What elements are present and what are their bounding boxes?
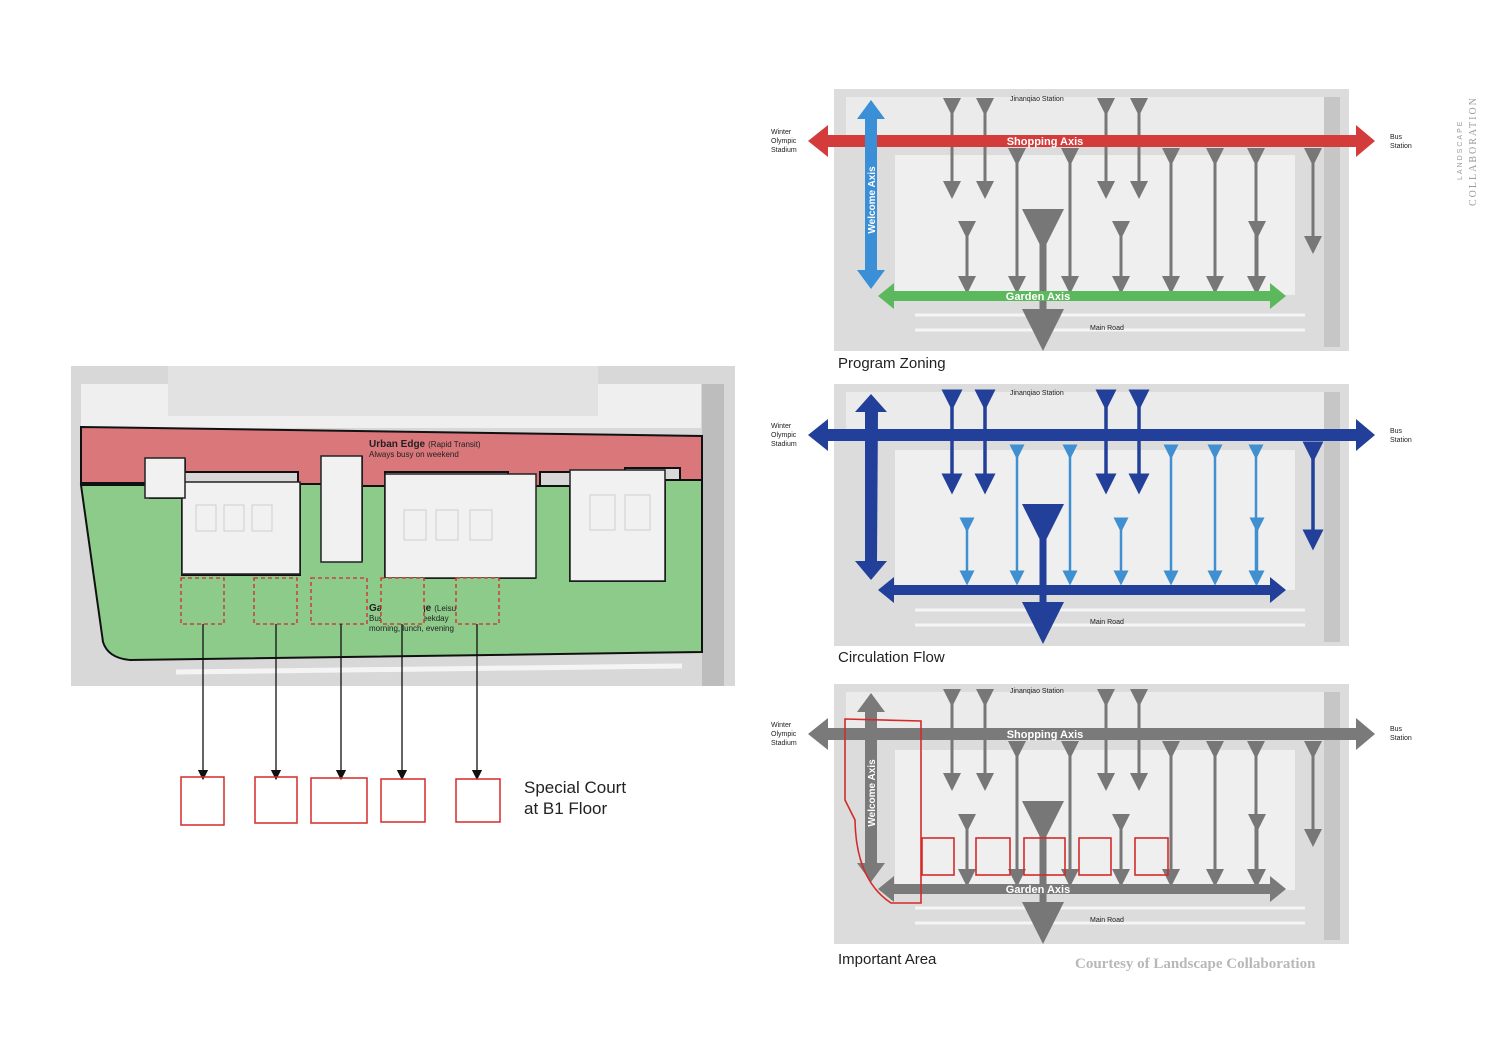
b1-court-1 (180, 776, 225, 826)
svg-text:Urban Edge(Rapid Transit): Urban Edge(Rapid Transit) (369, 439, 481, 450)
brand-line-1: LANDSCAPE (1457, 120, 1464, 180)
panel-1-gray-arrows (943, 98, 1322, 294)
garden-edge-note-2: morning, lunch, evening (369, 624, 454, 633)
urban-edge-sub: (Rapid Transit) (428, 440, 481, 449)
caption-circulation-flow: Circulation Flow (838, 649, 945, 666)
panel-1-shopping-label: Shopping Axis (1007, 136, 1084, 148)
garden-edge-sub: (Leisure) (434, 604, 466, 613)
special-court-label: Special Court at B1 Floor (524, 777, 626, 819)
court-zone-5 (455, 577, 500, 625)
urban-edge-title: Urban Edge (369, 439, 426, 450)
building-1 (181, 481, 301, 575)
important-court-1 (921, 837, 955, 876)
building-3 (384, 473, 537, 579)
panel-2-horizontal-top (808, 419, 1375, 451)
building-2 (320, 455, 363, 563)
court-zone-1 (180, 577, 225, 625)
panel-1-base (834, 89, 1349, 351)
important-area-welcome-zone (844, 718, 922, 904)
panel-1-shopping-axis: Shopping Axis (808, 125, 1375, 157)
panel-1-welcome-axis: Welcome Axis (857, 100, 885, 289)
site-bottom-road (175, 663, 683, 675)
panel-2-horizontal-bottom (878, 577, 1286, 603)
special-court-line-2: at B1 Floor (524, 799, 608, 818)
important-court-4 (1078, 837, 1112, 876)
b1-court-5 (455, 778, 501, 823)
important-court-2 (975, 837, 1011, 876)
panel-3-bottom-label: Main Road (1090, 917, 1124, 924)
panel-1-garden-label: Garden Axis (1006, 291, 1070, 303)
panel-2-bottom-label: Main Road (1090, 619, 1124, 626)
panel-1-bottom-label: Main Road (1090, 325, 1124, 332)
b1-court-4 (380, 778, 426, 823)
important-court-3 (1023, 837, 1066, 876)
panel-3-shopping-label: Shopping Axis (1007, 729, 1084, 741)
panel-2-base (834, 384, 1349, 646)
site-plan: Urban Edge(Rapid Transit) Always busy on… (71, 366, 735, 826)
panel-2-vertical-left (855, 394, 887, 580)
panel-1-top-label: Jinanqiao Station (1010, 96, 1064, 103)
panel-1-garden-axis: Garden Axis (878, 283, 1286, 309)
building-details (195, 494, 651, 541)
panel-3-base (834, 684, 1349, 944)
image-credit: Courtesy of Landscape Collaboration (1075, 956, 1316, 972)
panel-3-welcome-axis: Welcome Axis (857, 693, 885, 882)
special-court-line-1: Special Court (524, 778, 627, 797)
site-right-street (702, 384, 724, 686)
panel-1-welcome-label: Welcome Axis (867, 166, 878, 234)
important-court-5 (1134, 837, 1169, 876)
site-top-building (168, 366, 598, 416)
urban-edge-note: Always busy on weekend (369, 450, 459, 459)
court-zone-2 (253, 577, 298, 625)
court-zone-3 (310, 577, 368, 625)
panel-3-welcome-label: Welcome Axis (867, 759, 878, 827)
building-4 (569, 469, 666, 582)
panel-2-dark-arrows (941, 389, 1324, 551)
brand-line-2: COLLABORATION (1468, 96, 1479, 206)
caption-important-area: Important Area (838, 951, 937, 968)
caption-program-zoning: Program Zoning (838, 355, 946, 372)
court-zone-4 (380, 577, 425, 625)
panel-3-garden-label: Garden Axis (1006, 884, 1070, 896)
panel-3-shopping-axis: Shopping Axis (808, 718, 1375, 750)
building-1-wing (144, 457, 186, 499)
panel-2-light-arrows (959, 444, 1265, 586)
b1-court-3 (310, 777, 368, 824)
panel-3-top-label: Jinanqiao Station (1010, 688, 1064, 695)
brand-mark: LANDSCAPE COLLABORATION (1457, 96, 1479, 206)
b1-court-2 (254, 776, 298, 824)
panel-3-garden-axis: Garden Axis (878, 876, 1286, 902)
panel-2-top-label: Jinanqiao Station (1010, 390, 1064, 397)
